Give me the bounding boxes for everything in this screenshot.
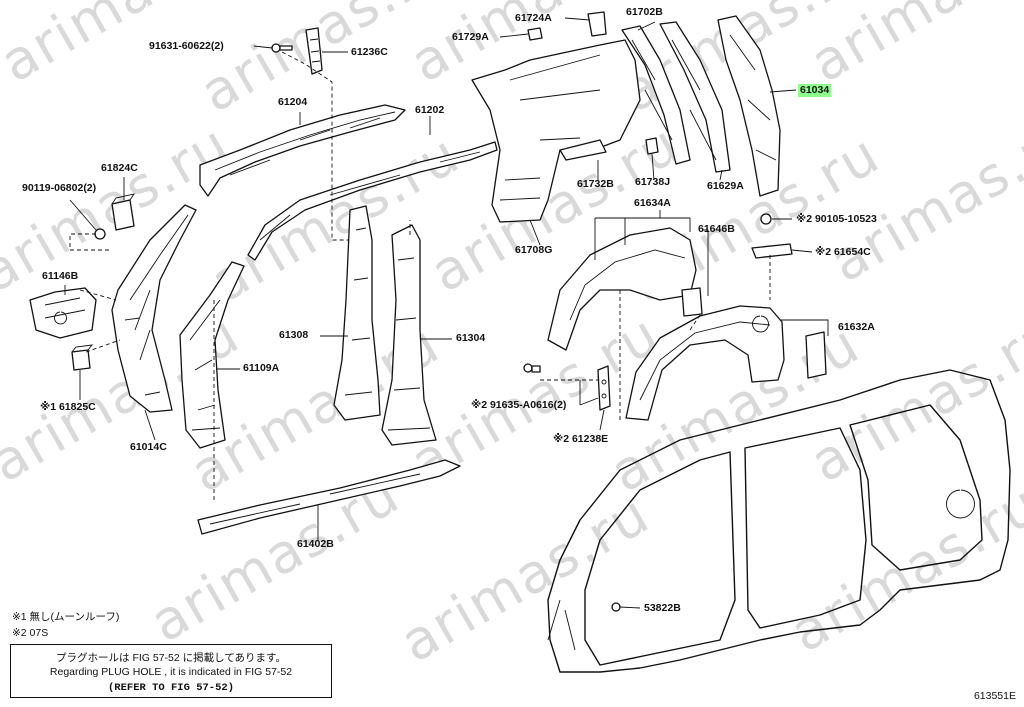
part-61202[interactable] bbox=[247, 141, 498, 261]
footnote-2: ※2 07S bbox=[12, 627, 49, 639]
label-61204[interactable]: 61204 bbox=[278, 96, 308, 108]
part-61308[interactable] bbox=[333, 205, 381, 421]
part-61632a[interactable] bbox=[625, 305, 827, 421]
label-90105-10523[interactable]: ※2 90105-10523 bbox=[796, 213, 877, 225]
bolt-91631[interactable] bbox=[271, 43, 293, 53]
part-61654c[interactable] bbox=[751, 243, 793, 259]
part-61732b[interactable] bbox=[559, 139, 607, 161]
label-61654c[interactable]: ※2 61654C bbox=[815, 246, 871, 258]
part-61738j[interactable] bbox=[645, 137, 659, 155]
part-61034[interactable] bbox=[717, 15, 781, 197]
label-61304[interactable]: 61304 bbox=[456, 332, 486, 344]
label-61308[interactable]: 61308 bbox=[279, 329, 309, 341]
label-61708g[interactable]: 61708G bbox=[515, 244, 553, 256]
label-61238e[interactable]: ※2 61238E bbox=[553, 433, 609, 445]
label-61702b[interactable]: 61702B bbox=[626, 6, 663, 18]
label-61825c[interactable]: ※1 61825C bbox=[40, 401, 96, 413]
part-61729a[interactable] bbox=[527, 27, 543, 41]
part-61724a[interactable] bbox=[587, 11, 607, 37]
part-61014c[interactable] bbox=[111, 204, 197, 413]
figure-number: 613551E bbox=[973, 690, 1016, 702]
label-91635-a0616[interactable]: ※2 91635-A0616(2) bbox=[471, 399, 567, 411]
bolt-90105[interactable] bbox=[760, 213, 772, 225]
body-side-outer bbox=[547, 369, 1011, 673]
part-61402b[interactable] bbox=[197, 459, 461, 535]
part-61702b[interactable] bbox=[621, 25, 691, 165]
label-91631-60622[interactable]: 91631-60622(2) bbox=[149, 40, 224, 52]
label-61634a[interactable]: 61634A bbox=[634, 197, 671, 209]
label-61402b[interactable]: 61402B bbox=[297, 538, 334, 550]
label-61202[interactable]: 61202 bbox=[415, 104, 445, 116]
bolt-91635[interactable] bbox=[523, 363, 541, 373]
part-61646b[interactable] bbox=[681, 287, 703, 317]
note-line-japanese: プラグホールは FIG 57-52 に掲載してあります。 bbox=[56, 652, 286, 664]
label-90119-06802[interactable]: 90119-06802(2) bbox=[22, 182, 97, 194]
label-61014c[interactable]: 61014C bbox=[130, 441, 167, 453]
part-61238e[interactable] bbox=[597, 365, 611, 411]
part-61204[interactable] bbox=[199, 104, 406, 197]
plug-hole-note-box: プラグホールは FIG 57-52 に掲載してあります。 Regarding P… bbox=[10, 644, 332, 698]
label-61732b[interactable]: 61732B bbox=[577, 178, 614, 190]
label-61738j[interactable]: 61738J bbox=[635, 176, 671, 188]
label-61146b[interactable]: 61146B bbox=[42, 270, 79, 282]
note-line-reference[interactable]: (REFER TO FIG 57-52) bbox=[107, 682, 235, 694]
part-61109a[interactable] bbox=[179, 261, 245, 449]
note-line-english: Regarding PLUG HOLE , it is indicated in… bbox=[49, 666, 293, 678]
part-61146b[interactable] bbox=[29, 287, 97, 339]
footnote-1: ※1 無し(ムーンルーフ) bbox=[12, 611, 120, 623]
label-61724a[interactable]: 61724A bbox=[515, 12, 552, 24]
part-61629a[interactable] bbox=[659, 21, 731, 173]
part-61634a[interactable] bbox=[547, 227, 697, 351]
label-61109a[interactable]: 61109A bbox=[243, 362, 280, 374]
label-61646b[interactable]: 61646B bbox=[698, 223, 735, 235]
label-61824c[interactable]: 61824C bbox=[101, 162, 138, 174]
label-61632a[interactable]: 61632A bbox=[838, 321, 875, 333]
part-61708g[interactable] bbox=[471, 39, 641, 223]
label-61034[interactable]: 61034 bbox=[798, 84, 832, 97]
label-61729a[interactable]: 61729A bbox=[452, 31, 489, 43]
part-61304[interactable] bbox=[381, 224, 437, 446]
bolt-90119[interactable] bbox=[94, 228, 106, 240]
label-53822b[interactable]: 53822B bbox=[644, 602, 681, 614]
part-61236c[interactable] bbox=[305, 27, 323, 75]
label-61236c[interactable]: 61236C bbox=[351, 46, 388, 58]
label-61629a[interactable]: 61629A bbox=[707, 180, 744, 192]
part-61825c[interactable] bbox=[71, 344, 94, 371]
part-61824c[interactable] bbox=[111, 193, 135, 231]
